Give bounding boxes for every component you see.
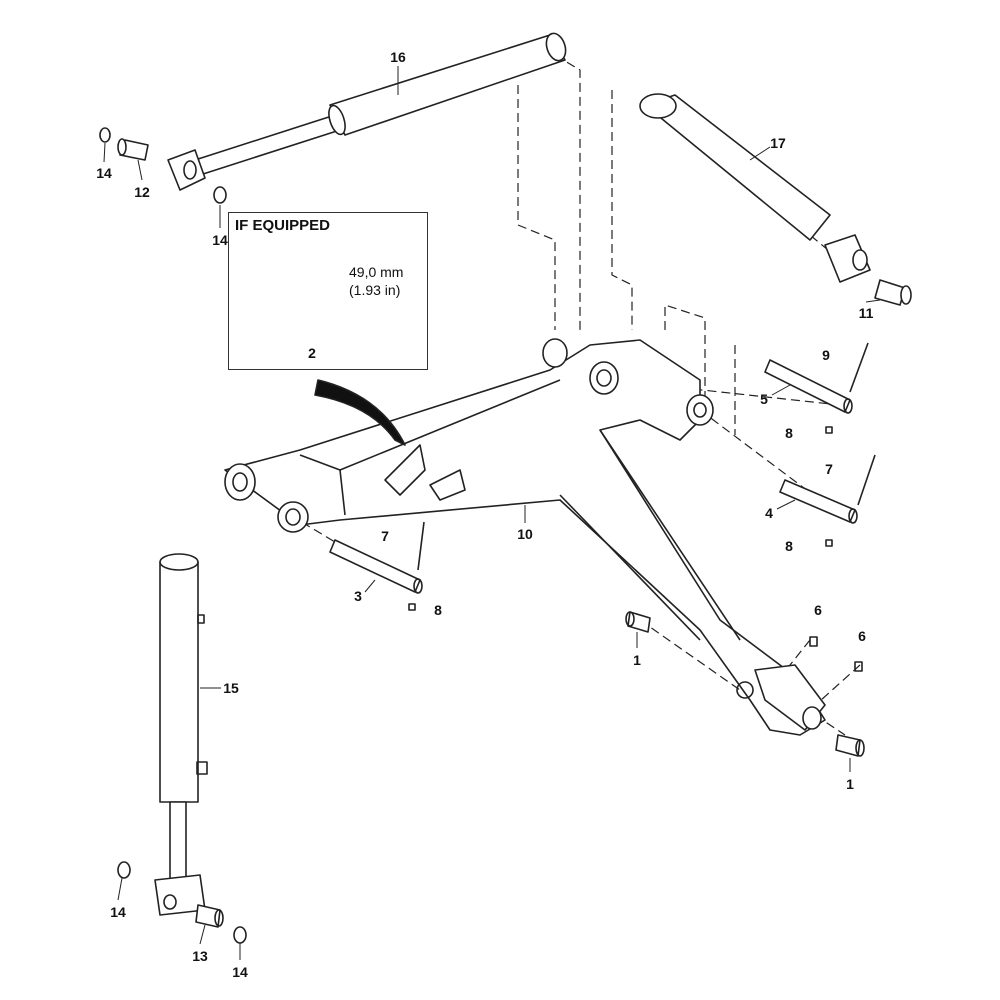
nut-8: [825, 539, 833, 547]
nut-8: [408, 603, 416, 611]
callout-8: 8: [434, 602, 442, 618]
callout-8: 8: [785, 425, 793, 441]
callout-1: 1: [633, 652, 641, 668]
hydraulic-cylinder-17: [639, 93, 871, 283]
fitting-6: [854, 661, 863, 672]
pin-5: [764, 359, 853, 414]
callout-1: 1: [846, 776, 854, 792]
callout-9: 9: [822, 347, 830, 363]
callout-7: 7: [825, 461, 833, 477]
callout-4: 4: [765, 505, 773, 521]
pin-4: [779, 479, 858, 524]
callout-14: 14: [96, 165, 112, 181]
callout-14: 14: [232, 964, 248, 980]
callout-12: 12: [134, 184, 150, 200]
bushing-13: [195, 904, 224, 928]
inset-pointer-arrow: [314, 379, 406, 446]
bushing-12: [117, 138, 149, 161]
callout-6: 6: [814, 602, 822, 618]
bushing-1: [835, 734, 865, 757]
callout-7: 7: [381, 528, 389, 544]
shim-ring-14: [213, 186, 227, 204]
callout-5: 5: [760, 391, 768, 407]
callout-17: 17: [770, 135, 786, 151]
callout-8: 8: [785, 538, 793, 554]
callout-11: 11: [858, 305, 874, 321]
dimension-label: 49,0 mm (1.93 in): [349, 263, 403, 299]
shim-ring-14: [99, 127, 111, 143]
shim-ring-14: [233, 926, 247, 944]
if-equipped-inset: IF EQUIPPED 49,0 mm (1.93 in): [228, 212, 428, 370]
shim-ring-14: [117, 861, 131, 879]
leader-lines: [103, 66, 881, 960]
callout-2: 2: [308, 345, 316, 361]
dimension-mm: 49,0 mm: [349, 264, 404, 280]
pin-3: [329, 539, 423, 594]
callout-14: 14: [212, 232, 228, 248]
bushing-11: [874, 279, 912, 306]
inset-title: IF EQUIPPED: [235, 217, 331, 234]
callout-3: 3: [354, 588, 362, 604]
callout-13: 13: [192, 948, 208, 964]
bolt-7: [417, 521, 425, 571]
callout-15: 15: [223, 680, 239, 696]
boom-10: [224, 338, 826, 736]
dimension-in: (1.93 in): [349, 282, 401, 298]
callout-16: 16: [390, 49, 406, 65]
bolt-9: [849, 342, 869, 393]
callout-6: 6: [858, 628, 866, 644]
bolt-7: [857, 454, 876, 506]
callout-10: 10: [517, 526, 533, 542]
callout-14: 14: [110, 904, 126, 920]
hydraulic-cylinder-16: [167, 32, 567, 191]
fitting-6: [809, 636, 818, 647]
bushing-1: [625, 611, 651, 633]
hydraulic-cylinder-15: [154, 553, 208, 916]
nut-8: [825, 426, 833, 434]
